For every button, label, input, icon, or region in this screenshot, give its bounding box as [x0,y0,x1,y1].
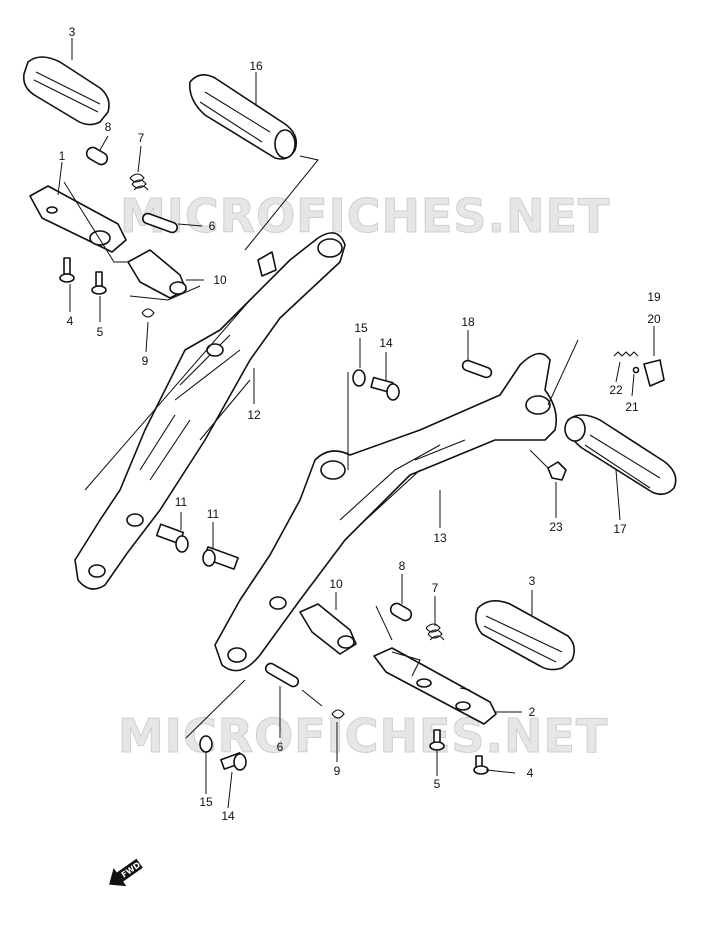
callout-16: 16 [249,59,263,73]
callout-19: 19 [647,290,661,304]
footrest-bracket-1 [29,185,127,253]
callout-20: 20 [647,312,661,326]
callout-2: 2 [529,705,536,719]
callout-11-right: 11 [207,507,220,521]
pivot-10-bottom [299,603,357,655]
callout-22: 22 [609,383,623,397]
callout-4-top: 4 [67,314,74,328]
footrest-rubber-bottom-right [474,600,576,671]
callout-3-top: 3 [69,25,76,39]
callout-4-bottom: 4 [527,766,534,780]
right-footrest-bracket [214,352,558,672]
callout-15-top: 15 [354,321,368,335]
watermark-top: MICROFICHES.NET [120,189,610,243]
callout-8-top: 8 [105,120,112,134]
callout-7-top: 7 [138,131,145,145]
footrest-16 [188,74,298,160]
callout-10-top: 10 [213,273,227,287]
footrest-17 [564,414,677,496]
callout-15-bottom: 15 [199,795,213,809]
callout-23: 23 [549,520,563,534]
left-footrest-bracket [74,232,346,590]
pivot-10-top [127,249,187,299]
fwd-arrow-icon: FWD [109,858,143,887]
callout-5-bottom: 5 [434,777,441,791]
footrest-bracket-2 [373,647,497,725]
assembly-lines [63,155,579,739]
callout-17: 17 [613,522,627,536]
callout-13: 13 [433,531,447,545]
callout-9-top: 9 [142,354,149,368]
callout-labels: 3 16 8 7 1 6 10 4 5 9 12 15 14 11 11 18 … [59,25,661,823]
callout-6-top: 6 [209,219,216,233]
callout-1: 1 [59,149,66,163]
callout-11-left: 11 [175,495,188,509]
callout-8-bottom: 8 [399,559,406,573]
callout-9-bottom: 9 [334,764,341,778]
callout-3-bottom: 3 [529,574,536,588]
callout-6-bottom: 6 [277,740,284,754]
callout-14-top: 14 [379,336,393,350]
footrest-rubber-top-left [22,56,110,126]
watermark-bottom: MICROFICHES.NET [118,709,608,763]
callout-5-top: 5 [97,325,104,339]
callout-12: 12 [247,408,261,422]
callout-10-bottom: 10 [329,577,343,591]
pins-and-fasteners [59,146,665,775]
callout-7-bottom: 7 [432,581,439,595]
callout-14-bottom: 14 [221,809,235,823]
callout-leaders [57,38,655,809]
callout-18: 18 [461,315,475,329]
callout-21: 21 [625,400,639,414]
